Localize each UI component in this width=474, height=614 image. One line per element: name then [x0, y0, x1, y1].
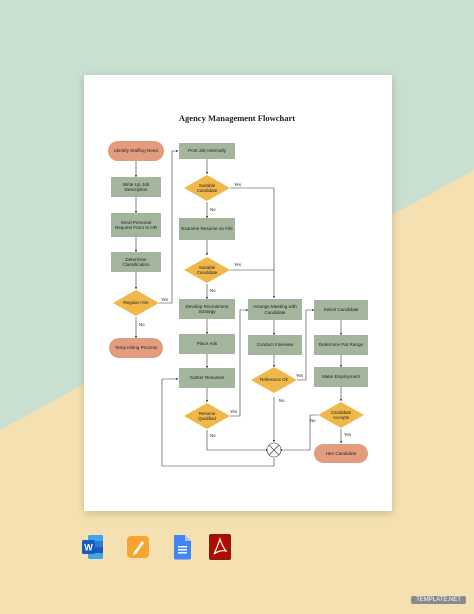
word-icon[interactable]: W	[82, 534, 104, 560]
suitable-1-no-label: No	[210, 207, 216, 212]
send-personal-request-node: Send Personal Request Form to HR	[111, 213, 161, 237]
candidate-accepts-decision: Candidate Accepts	[318, 402, 364, 428]
conduct-interview-node: Conduct Interview	[248, 335, 302, 355]
suitable-1-yes-label: Yes	[234, 182, 242, 187]
identify-staffing-need-node: Identify Staffing Need	[108, 141, 164, 161]
regular-hire-decision: Regular Hire	[113, 290, 159, 316]
page-title: Agency Management Flowchart	[178, 113, 296, 123]
gather-resumes-node: Gather Resumes	[179, 368, 235, 388]
regular-hire-no-label: No	[139, 322, 145, 327]
write-up-job-description-node: Write Up Job Description	[111, 177, 161, 197]
resume-qualified-yes-label: Yes	[230, 409, 238, 414]
template-watermark: TEMPLATE.NET	[411, 596, 466, 604]
resume-qualified-no-label: No	[210, 433, 216, 438]
develop-recruitment-strategy-node: Develop Recruitment Strategy	[179, 299, 235, 319]
examine-resume-node: Examine Resume on File	[179, 218, 235, 240]
suitable-2-yes-label: Yes	[234, 262, 242, 267]
suitable-candidate-decision-1: Suitable Candidate	[184, 175, 230, 201]
adobe-pdf-icon[interactable]	[209, 534, 231, 560]
make-employment-node: Make Employment	[314, 367, 368, 387]
post-job-internally-node: Post Job Internally	[179, 143, 235, 159]
determine-classification-node: Determine Classification	[111, 252, 161, 272]
candidate-accepts-no-label: No	[310, 418, 316, 423]
suitable-candidate-decision-2: Suitable Candidate	[184, 257, 230, 283]
regular-hire-yes-label: Yes	[161, 297, 169, 302]
hire-candidate-node: Hire Candidate	[314, 444, 368, 463]
select-candidate-node: Select Candidate	[314, 300, 368, 320]
arrange-meeting-node: Arrange Meeting with Candidate	[248, 299, 302, 320]
reference-ok-decision: Reference Ok	[251, 367, 297, 393]
determine-pay-range-node: Determine Pat Range	[314, 335, 368, 355]
place-ads-node: Place Ads	[179, 334, 235, 354]
pages-icon[interactable]	[127, 534, 149, 560]
google-docs-icon[interactable]	[171, 534, 193, 560]
resume-qualified-decision: Resume Qualified	[184, 403, 230, 429]
reference-ok-yes-label: Yes	[296, 373, 304, 378]
temp-hiring-process-node: Temp Hiring Process	[109, 338, 163, 358]
reference-ok-no-label: No	[279, 398, 285, 403]
svg-text:W: W	[84, 543, 93, 553]
suitable-2-no-label: No	[210, 288, 216, 293]
candidate-accepts-yes-label: Yes	[344, 432, 352, 437]
